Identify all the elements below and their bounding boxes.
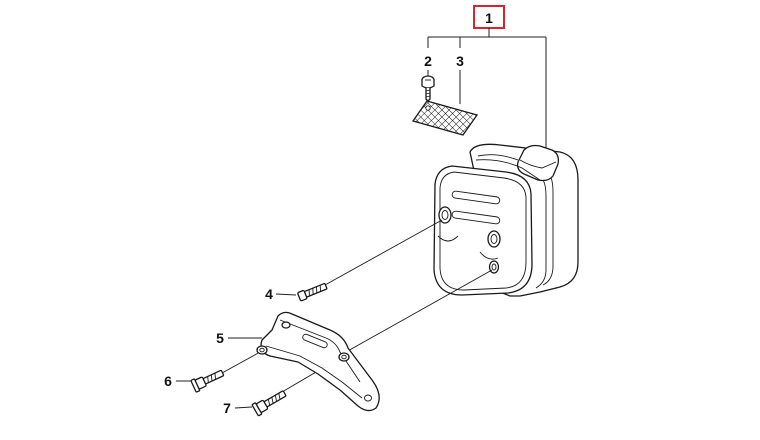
callout-4-label[interactable]: 4: [265, 286, 273, 302]
callout-5-label[interactable]: 5: [216, 330, 224, 346]
assembly-line-upper: [324, 219, 443, 286]
flange-bolt-icon[interactable]: [251, 388, 288, 417]
bolt-icon[interactable]: [297, 282, 328, 302]
callout-4-leader: [275, 293, 297, 296]
screw-icon[interactable]: [421, 75, 435, 102]
callout-7-label[interactable]: 7: [223, 400, 231, 416]
assembly-line-lower: [345, 269, 493, 353]
callout-1-label: 1: [485, 10, 493, 26]
spark-arrestor-screen-icon[interactable]: [411, 100, 479, 136]
callout-1[interactable]: 1: [473, 5, 505, 29]
assembly-line-6: [221, 350, 263, 374]
callout-1-leader: [427, 28, 547, 148]
callout-6-label[interactable]: 6: [164, 373, 172, 389]
callout-7-leader: [234, 406, 253, 409]
muffler-bracket-icon[interactable]: [256, 311, 380, 412]
flange-bolt-icon[interactable]: [190, 367, 225, 393]
callout-3-label[interactable]: 3: [456, 53, 464, 69]
muffler-icon[interactable]: [433, 143, 579, 297]
callout-2-label[interactable]: 2: [424, 53, 432, 69]
